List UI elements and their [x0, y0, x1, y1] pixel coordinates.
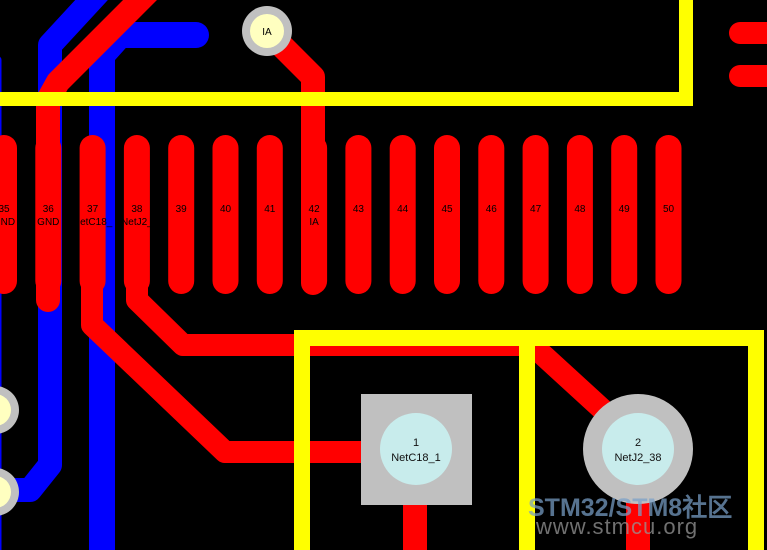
ic-pad-42-number: 42 — [309, 204, 321, 215]
via-left-lower-hole — [0, 476, 11, 508]
ic-pad-38-number: 38 — [131, 204, 143, 215]
ic-pad-46-copper — [478, 135, 505, 294]
ic-pad-40[interactable]: 40 — [212, 135, 239, 294]
ic-pad-45-copper — [434, 135, 460, 294]
ic-pad-43-copper — [345, 135, 372, 294]
ic-pad-42-net: IA — [309, 217, 319, 228]
ic-pad-46-number: 46 — [486, 204, 498, 215]
ic-pad-47-copper — [522, 135, 549, 294]
ic-pad-45[interactable]: 45 — [434, 135, 460, 294]
ic-pad-46[interactable]: 46 — [478, 135, 505, 294]
ic-pad-38-net: NetJ2_ — [121, 217, 153, 228]
via-ia[interactable]: IA — [242, 6, 292, 56]
ic-pad-row: 35GND36GND37NetC18_38NetJ2_39404142IA434… — [0, 135, 682, 294]
via-left-lower[interactable] — [0, 468, 19, 516]
ic-pad-37-number: 37 — [87, 204, 99, 215]
pad-2-net: NetJ2_38 — [614, 452, 661, 464]
ic-pad-43-number: 43 — [353, 204, 365, 215]
ic-pad-49-number: 49 — [619, 204, 631, 215]
ic-pad-39-copper — [168, 135, 195, 294]
ic-pad-41[interactable]: 41 — [256, 135, 283, 294]
ic-pad-37-net: NetC18_ — [73, 217, 113, 228]
ic-pad-40-copper — [212, 135, 239, 294]
silkscreen-ic-outline — [0, 0, 693, 106]
ic-pad-50-number: 50 — [663, 204, 675, 215]
ic-pad-44-number: 44 — [397, 204, 409, 215]
connector-pad-2[interactable]: 2 NetJ2_38 — [583, 394, 693, 504]
via-left-upper[interactable] — [0, 386, 19, 434]
ic-pad-35-number: 35 — [0, 204, 10, 215]
ic-pad-47-number: 47 — [530, 204, 542, 215]
ic-pad-41-copper — [256, 135, 283, 294]
ic-pad-41-number: 41 — [264, 204, 276, 215]
via-ia-hole — [250, 14, 284, 48]
pad-2-number: 2 — [635, 437, 641, 449]
via-left-upper-hole — [0, 394, 11, 426]
pad-1-number: 1 — [413, 437, 419, 449]
ic-pad-49[interactable]: 49 — [611, 135, 638, 294]
ic-pad-35[interactable]: 35GND — [0, 135, 17, 294]
ic-pad-36-net: GND — [37, 217, 59, 228]
ic-pad-48[interactable]: 48 — [566, 135, 593, 294]
ic-pad-36-number: 36 — [43, 204, 55, 215]
ic-pad-44[interactable]: 44 — [389, 135, 416, 294]
silkscreen-connector-outline — [294, 330, 764, 550]
ic-pad-50[interactable]: 50 — [655, 135, 682, 294]
ic-pad-35-copper — [0, 135, 17, 294]
ic-pad-40-number: 40 — [220, 204, 232, 215]
ic-pad-48-copper — [566, 135, 593, 294]
ic-pad-45-number: 45 — [441, 204, 453, 215]
ic-pad-50-copper — [655, 135, 682, 294]
ic-pad-42-copper — [301, 135, 328, 294]
connector-pad-1[interactable]: 1 NetC18_1 — [361, 394, 472, 505]
ic-pad-35-net: GND — [0, 217, 15, 228]
ic-pad-48-number: 48 — [574, 204, 586, 215]
ic-pad-49-copper — [611, 135, 638, 294]
ic-pad-38-copper — [123, 135, 150, 294]
ic-pad-43[interactable]: 43 — [345, 135, 372, 294]
ic-pad-36-copper — [35, 135, 62, 294]
via-ia-label: IA — [262, 27, 272, 38]
ic-pad-37-copper — [79, 135, 106, 294]
ic-pad-47[interactable]: 47 — [522, 135, 549, 294]
pad-1-hole — [380, 413, 452, 485]
pad-1-net: NetC18_1 — [391, 452, 441, 464]
pad-2-hole — [602, 413, 674, 485]
ic-pad-44-copper — [389, 135, 416, 294]
ic-pad-39[interactable]: 39 — [168, 135, 195, 294]
ic-pad-39-number: 39 — [176, 204, 188, 215]
